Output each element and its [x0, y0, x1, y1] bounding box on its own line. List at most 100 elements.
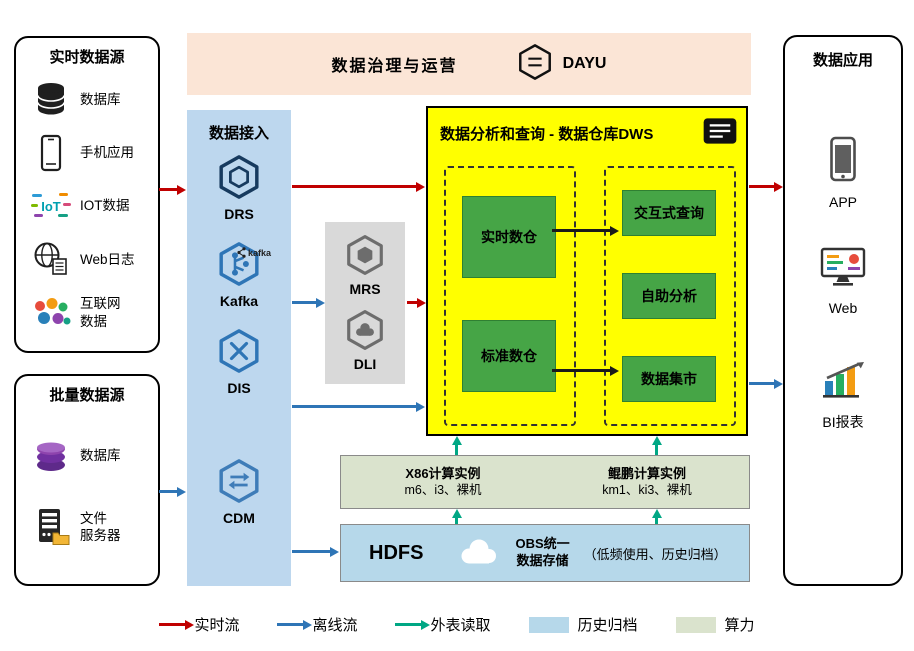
bubbles-icon — [30, 292, 72, 334]
source-item-internet-data: 互联网 数据 — [30, 292, 154, 334]
app-item-label: APP — [828, 194, 857, 210]
arrow-ingestion-to-mrs — [292, 301, 316, 304]
compute-swatch-icon — [675, 616, 716, 633]
purple-database-icon — [30, 435, 72, 477]
x86-compute: X86计算实例 m6、i3、裸机 — [341, 456, 545, 508]
dws-title: 数据分析和查询 - 数据仓库DWS — [440, 126, 654, 143]
archive-swatch-icon — [528, 616, 569, 633]
kafka-logo-text: kafka — [248, 248, 272, 258]
offline-flow-arrow-icon — [277, 623, 304, 626]
service-label: MRS — [349, 281, 381, 297]
obs-note: （低频使用、历史归档） — [583, 546, 727, 562]
dayu-icon — [516, 43, 554, 86]
arrow-realtime-source-to-ingestion — [159, 188, 177, 191]
arrow-realtime-warehouse-to-interactive-query — [552, 229, 610, 232]
app-item-bi-report: BI报表 — [819, 360, 867, 432]
legend-label: 离线流 — [312, 617, 358, 634]
governance-strip: 数据治理与运营 DAYU — [187, 33, 751, 95]
arrow-storage-to-compute-right — [655, 518, 658, 524]
source-item-database: 数据库 — [30, 78, 154, 120]
globe-document-icon — [30, 238, 72, 280]
dws-header: 数据分析和查询 - 数据仓库DWS — [440, 117, 738, 150]
source-item-label: 数据库 — [80, 91, 121, 107]
middleware-panel: MRS DLI — [325, 222, 405, 384]
app-item-label: Web — [828, 300, 858, 316]
data-mart-box: 数据集市 — [622, 356, 716, 402]
cloud-icon — [455, 535, 501, 572]
ingestion-panel: 数据接入 DRS — [187, 110, 291, 586]
dws-service-group: 交互式查询 自助分析 数据集市 — [604, 166, 736, 426]
source-item-label: 手机应用 — [80, 144, 134, 160]
legend-label: 实时流 — [194, 617, 240, 634]
source-item-label: Web日志 — [80, 251, 135, 267]
iot-icon-text: IoT — [41, 199, 61, 214]
source-item-web-log: Web日志 — [30, 238, 154, 280]
realtime-flow-arrow-icon — [159, 623, 186, 626]
service-label: Kafka — [219, 293, 259, 309]
source-item-file-server: 文件 服务器 — [30, 506, 154, 548]
source-item-label: 数据库 — [80, 447, 121, 463]
source-item-mobile-app: 手机应用 — [30, 132, 154, 174]
arrow-ingestion-to-dws-realtime — [292, 185, 416, 188]
arrow-standard-warehouse-to-data-mart — [552, 369, 610, 372]
applications-title: 数据应用 — [812, 52, 873, 69]
ingestion-title: 数据接入 — [208, 125, 269, 142]
mrs-icon — [344, 234, 386, 281]
kafka-icon — [216, 241, 262, 292]
legend-label: 算力 — [724, 617, 755, 634]
hdfs-label: HDFS — [369, 541, 424, 564]
service-label: DRS — [224, 206, 254, 222]
service-dli: DLI — [344, 309, 386, 372]
app-item-web: Web — [819, 246, 867, 316]
arrow-ingestion-to-hdfs — [292, 550, 330, 553]
service-dis: DIS — [216, 328, 262, 396]
dws-warehouse-group: 实时数仓 标准数仓 — [444, 166, 576, 426]
batch-sources-panel: 批量数据源 数据库 — [14, 374, 160, 586]
source-item-label: IOT数据 — [80, 198, 130, 214]
legend: 实时流 离线流 外表读取 历史归档 算力 — [0, 614, 914, 635]
service-drs: DRS — [216, 154, 262, 222]
dayu-label: DAYU — [562, 55, 607, 72]
kunpeng-spec: km1、ki3、裸机 — [602, 483, 692, 498]
governance-title: 数据治理与运营 — [331, 58, 458, 75]
dli-icon — [344, 309, 386, 356]
realtime-sources-panel: 实时数据源 数据库 — [14, 36, 160, 353]
arrow-storage-to-compute-left — [455, 518, 458, 524]
web-monitor-icon — [819, 246, 867, 293]
cdm-icon — [216, 458, 262, 509]
source-item-label: 文件 服务器 — [80, 510, 121, 544]
realtime-sources-title: 实时数据源 — [49, 49, 125, 66]
external-read-arrow-icon — [395, 623, 422, 626]
realtime-sources-list: 数据库 手机应用 — [20, 67, 154, 345]
dis-icon — [216, 328, 262, 379]
dws-panel: 数据分析和查询 - 数据仓库DWS 实时数仓 标准数仓 交互式查询 自助分析 数… — [426, 106, 748, 436]
service-label: DIS — [227, 380, 251, 396]
drs-icon — [216, 154, 262, 205]
applications-panel: 数据应用 APP — [783, 35, 903, 586]
arrow-compute-to-dws-right — [655, 445, 658, 455]
service-label: DLI — [353, 356, 377, 372]
x86-spec: m6、i3、裸机 — [404, 483, 482, 498]
source-item-database: 数据库 — [30, 435, 154, 477]
app-item-app: APP — [829, 136, 857, 210]
database-icon — [30, 78, 72, 120]
arrow-dws-to-apps-realtime — [749, 185, 774, 188]
smartphone-icon — [30, 132, 72, 174]
legend-offline-flow: 离线流 — [277, 614, 357, 635]
legend-label: 历史归档 — [577, 617, 638, 634]
self-service-analysis-box: 自助分析 — [622, 273, 716, 319]
app-item-label: BI报表 — [822, 414, 864, 430]
service-kafka: kafka Kafka — [216, 241, 272, 309]
storage-strip: HDFS OBS统一 数据存储 （低频使用、历史归档） — [340, 524, 750, 582]
source-item-iot: IoT IOT数据 — [30, 185, 154, 227]
standard-warehouse-box: 标准数仓 — [462, 320, 556, 392]
service-mrs: MRS — [344, 234, 386, 297]
legend-archive: 历史归档 — [528, 614, 638, 635]
kunpeng-compute: 鲲鹏计算实例 km1、ki3、裸机 — [545, 456, 749, 508]
legend-label: 外表读取 — [430, 617, 491, 634]
service-label: CDM — [223, 510, 255, 526]
legend-realtime-flow: 实时流 — [159, 614, 239, 635]
kunpeng-title: 鲲鹏计算实例 — [607, 465, 686, 481]
mobile-app-icon — [829, 136, 857, 187]
